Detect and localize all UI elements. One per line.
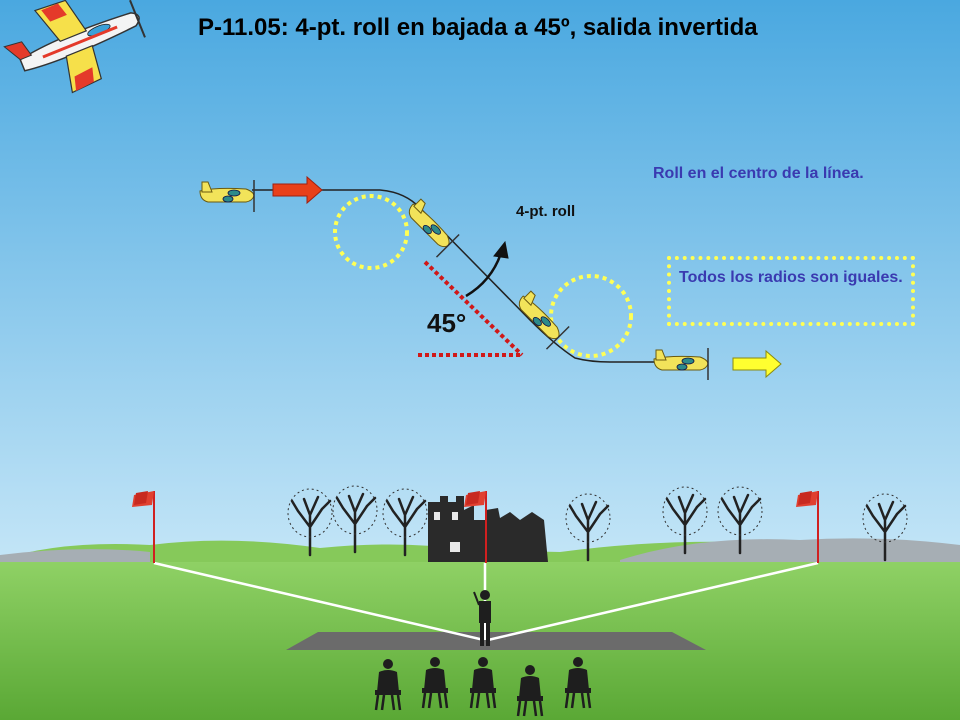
roll-label: 4-pt. roll	[516, 203, 576, 220]
note-center-roll: Roll en el centro de la línea.	[653, 165, 864, 182]
entry-arrow	[272, 175, 323, 205]
castle-ruin	[428, 496, 548, 562]
note-equal-radii: Todos los radios son iguales.	[667, 256, 915, 326]
page-title: P-11.05: 4-pt. roll en bajada a 45º, sal…	[198, 14, 758, 41]
radius-circle-entry	[333, 194, 409, 270]
radius-circle-exit	[549, 274, 633, 358]
angle-label: 45°	[427, 308, 467, 338]
runway	[286, 632, 706, 650]
aerobatic-plane-logo	[3, 0, 146, 94]
angle-indicator	[418, 240, 524, 357]
exit-arrow	[732, 349, 782, 379]
maneuver-path	[252, 189, 700, 363]
pilot-figure	[473, 590, 491, 646]
